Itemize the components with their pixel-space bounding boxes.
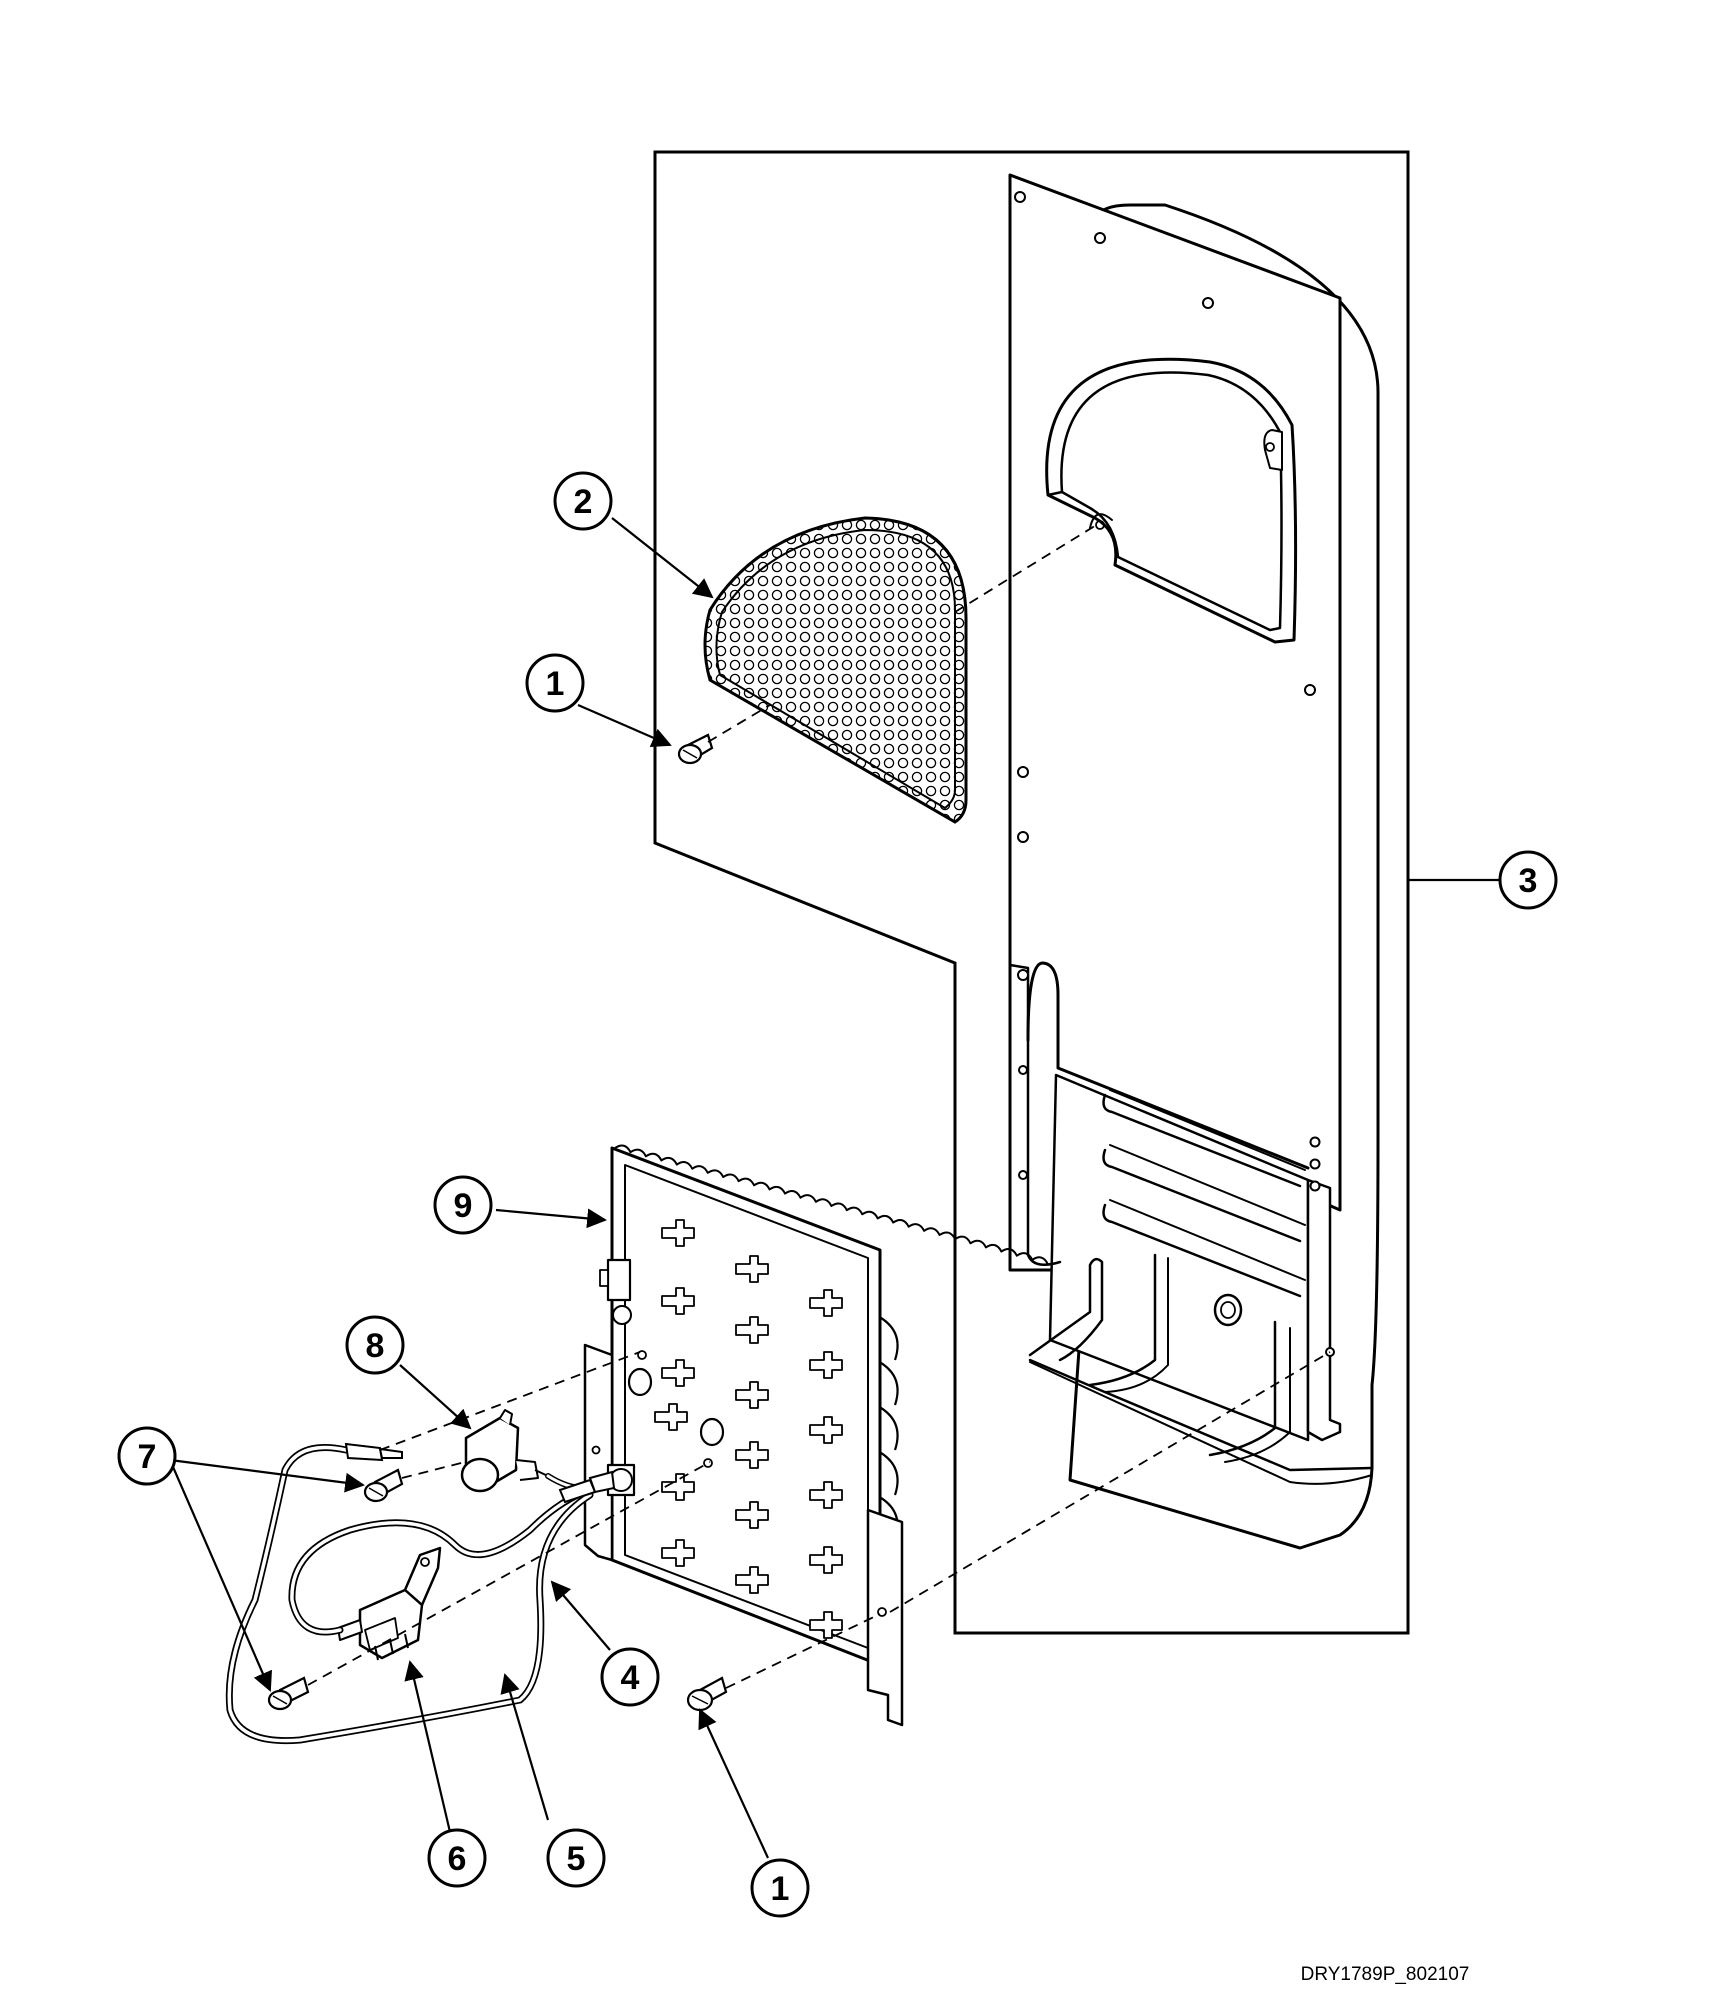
leader-lines	[168, 517, 1500, 1859]
callout-5-label: 5	[567, 1840, 586, 1878]
rear-panel-duct	[1008, 173, 1380, 1550]
callout-6-label: 6	[448, 1840, 467, 1878]
screw-item-7-lower	[267, 1676, 310, 1711]
thermal-fuse	[337, 1546, 442, 1661]
callout-8: 8	[345, 1315, 405, 1375]
callout-1-top: 1	[525, 653, 585, 713]
callout-9: 9	[433, 1175, 493, 1235]
screw-item-7-upper	[363, 1468, 404, 1503]
callout-7: 7	[117, 1426, 177, 1486]
panel-holes	[1014, 191, 1335, 1357]
callout-4: 4	[600, 1647, 660, 1707]
alignment-lines	[307, 523, 1331, 1689]
wire-harness	[225, 1444, 594, 1745]
perforated-grille	[703, 516, 968, 824]
callout-3: 3	[1498, 850, 1558, 910]
thermostat	[460, 1409, 549, 1493]
wire-terminals	[344, 1442, 616, 1504]
callout-1-top-label: 1	[546, 665, 565, 703]
callout-5: 5	[546, 1828, 606, 1888]
callout-4-label: 4	[621, 1659, 640, 1697]
callout-8-label: 8	[366, 1327, 385, 1365]
heater-board	[583, 1144, 1049, 1727]
callout-2: 2	[553, 471, 613, 531]
screw-item-1-bottom	[686, 1676, 728, 1712]
callout-6: 6	[427, 1828, 487, 1888]
assembly-boundary	[653, 150, 1410, 1635]
callout-2-label: 2	[574, 483, 593, 521]
callout-1-bottom-label: 1	[771, 1870, 790, 1908]
screw-item-1-top	[677, 733, 714, 765]
callout-7-label: 7	[138, 1438, 157, 1476]
callout-9-label: 9	[454, 1187, 473, 1225]
document-code: DRY1789P_802107	[1301, 1964, 1470, 1985]
callout-3-label: 3	[1519, 862, 1538, 900]
callout-1-bottom: 1	[750, 1858, 810, 1918]
